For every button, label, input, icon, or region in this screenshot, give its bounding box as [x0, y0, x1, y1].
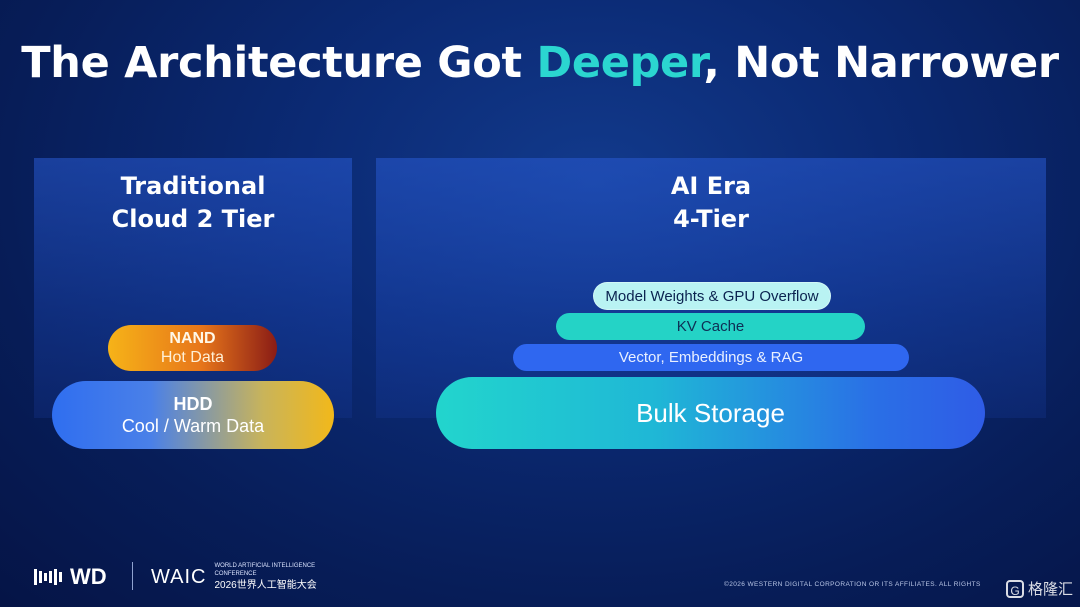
- waic-logo: WAIC WORLD ARTIFICIAL INTELLIGENCE CONFE…: [151, 562, 317, 592]
- hdd-tier-name: HDD: [173, 394, 213, 414]
- footer-divider: [132, 562, 133, 590]
- title-accent: Deeper: [536, 38, 704, 88]
- watermark-text: 格隆汇: [1028, 581, 1074, 598]
- gelonghui-logo-icon: G: [1006, 579, 1024, 598]
- ai-era-title-line-2: 4-Tier: [673, 205, 749, 233]
- traditional-panel: Traditional Cloud 2 Tier: [34, 158, 352, 418]
- waic-mark: WAIC: [151, 565, 207, 588]
- hdd-tier-pill: HDD Cool / Warm Data: [52, 381, 334, 449]
- wd-bars-icon: [34, 569, 62, 585]
- model-weights-tier-label: Model Weights & GPU Overflow: [605, 287, 819, 305]
- vector-tier-label: Vector, Embeddings & RAG: [618, 349, 804, 366]
- nand-tier-desc: Hot Data: [160, 349, 225, 366]
- bulk-storage-tier-label: Bulk Storage: [636, 397, 785, 428]
- kv-cache-tier-label: KV Cache: [676, 318, 745, 335]
- copyright-notice: ©2026 WESTERN DIGITAL CORPORATION OR ITS…: [724, 581, 981, 588]
- vector-tier-pill: Vector, Embeddings & RAG: [513, 344, 909, 371]
- waic-line-1: WORLD ARTIFICIAL INTELLIGENCE: [214, 563, 316, 569]
- waic-line-3: 2026世界人工智能大会: [214, 580, 317, 591]
- title-part-2: , Not Narrower: [703, 38, 1060, 88]
- waic-line-2: CONFERENCE: [214, 571, 257, 577]
- nand-tier-name: NAND: [169, 330, 216, 347]
- ai-era-panel-title: AI Era 4-Tier: [376, 170, 1046, 236]
- gelonghui-watermark: G 格隆汇: [1006, 578, 1073, 599]
- ai-era-title-line-1: AI Era: [670, 172, 752, 200]
- title-part-1: The Architecture Got: [21, 38, 537, 88]
- traditional-title-line-1: Traditional: [120, 172, 266, 200]
- model-weights-tier-pill: Model Weights & GPU Overflow: [593, 282, 831, 310]
- traditional-title-line-2: Cloud 2 Tier: [111, 205, 275, 233]
- bulk-storage-tier-pill: Bulk Storage: [436, 377, 985, 449]
- nand-tier-pill: NAND Hot Data: [108, 325, 277, 371]
- traditional-panel-title: Traditional Cloud 2 Tier: [34, 170, 352, 236]
- kv-cache-tier-pill: KV Cache: [556, 313, 865, 340]
- slide-title: The Architecture Got Deeper, Not Narrowe…: [0, 38, 1080, 88]
- wd-logo: WD: [34, 566, 107, 588]
- waic-info: WORLD ARTIFICIAL INTELLIGENCE CONFERENCE…: [214, 562, 316, 592]
- wd-logo-text: WD: [70, 564, 107, 589]
- hdd-tier-desc: Cool / Warm Data: [121, 416, 265, 436]
